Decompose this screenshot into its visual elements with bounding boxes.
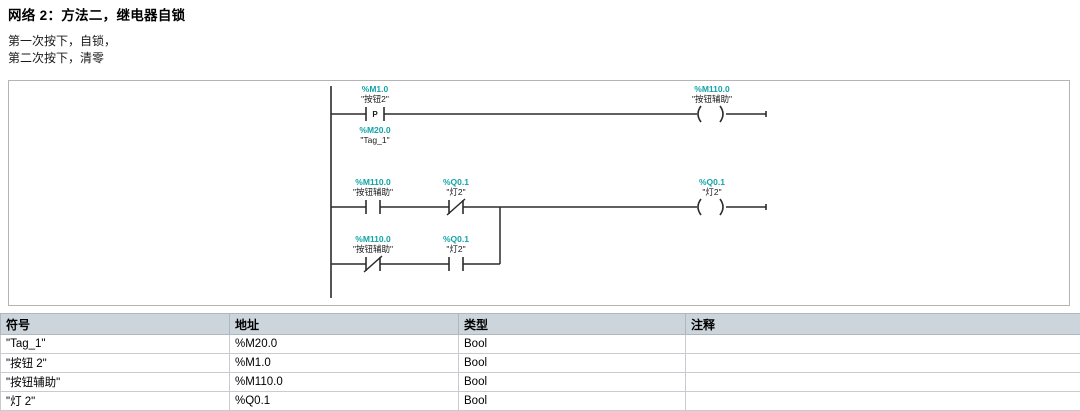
cell-type: Bool (459, 392, 686, 411)
contact-symbol-label: "按钮辅助" (353, 244, 393, 254)
contact-address-label: %Q0.1 (443, 177, 469, 187)
coil-symbol-label: "按钮辅助" (692, 94, 732, 104)
coil-q0-1[interactable] (698, 199, 723, 215)
coil-address-label: %Q0.1 (699, 177, 725, 187)
rung-2: %M110.0 "按钮辅助" %Q0.1 "灯2" %Q0.1 "灯2" (331, 177, 766, 215)
p-contact-glyph: P (372, 110, 378, 119)
cell-address: %Q0.1 (230, 392, 459, 411)
cell-symbol: "灯 2" (1, 392, 230, 411)
description-line-2: 第二次按下，清零 (8, 50, 116, 67)
cell-comment (686, 335, 1080, 354)
contact-address-label: %Q0.1 (443, 234, 469, 244)
cell-type: Bool (459, 373, 686, 392)
cell-comment (686, 392, 1080, 411)
table-row[interactable]: "Tag_1" %M20.0 Bool (1, 335, 1080, 354)
ladder-diagram-canvas: P %M1.0 "按钮2" %M20.0 "Tag_1" %M110.0 "按钮… (9, 81, 1071, 307)
column-header-comment: 注释 (686, 314, 1080, 335)
coil-symbol-label: "灯2" (702, 187, 721, 197)
page-title: 网络 2：方法二，继电器自锁 (8, 4, 185, 24)
contact-nc-q0-1[interactable] (447, 199, 465, 215)
table-row[interactable]: "按钮 2" %M1.0 Bool (1, 354, 1080, 373)
network-description: 第一次按下，自锁， 第二次按下，清零 (8, 33, 116, 67)
table-header-row: 符号 地址 类型 注释 (1, 314, 1080, 335)
contact-address-label: %M110.0 (355, 177, 391, 187)
ladder-diagram-frame: P %M1.0 "按钮2" %M20.0 "Tag_1" %M110.0 "按钮… (8, 80, 1070, 306)
cell-address: %M1.0 (230, 354, 459, 373)
cell-type: Bool (459, 354, 686, 373)
column-header-symbol: 符号 (1, 314, 230, 335)
coil-m110-0[interactable] (698, 106, 723, 122)
contact-nc-m110-0[interactable] (364, 256, 382, 272)
contact-symbol-label: "按钮辅助" (353, 187, 393, 197)
column-header-address: 地址 (230, 314, 459, 335)
edge-memory-symbol-label: "Tag_1" (360, 135, 389, 145)
column-header-type: 类型 (459, 314, 686, 335)
contact-symbol-label: "灯2" (446, 187, 465, 197)
contact-no-m110-0[interactable] (366, 200, 380, 214)
cell-comment (686, 354, 1080, 373)
rung-3-branch: %M110.0 "按钮辅助" %Q0.1 "灯2" (331, 207, 500, 272)
cell-symbol: "Tag_1" (1, 335, 230, 354)
rung-1: P %M1.0 "按钮2" %M20.0 "Tag_1" %M110.0 "按钮… (331, 84, 766, 145)
cell-comment (686, 373, 1080, 392)
contact-address-label: %M110.0 (355, 234, 391, 244)
cell-symbol: "按钮 2" (1, 354, 230, 373)
contact-symbol-label: "灯2" (446, 244, 465, 254)
coil-address-label: %M110.0 (694, 84, 730, 94)
cell-symbol: "按钮辅助" (1, 373, 230, 392)
contact-address-label: %M1.0 (362, 84, 389, 94)
edge-memory-address-label: %M20.0 (359, 125, 390, 135)
description-line-1: 第一次按下，自锁， (8, 33, 116, 50)
symbol-table: 符号 地址 类型 注释 "Tag_1" %M20.0 Bool "按钮 2" %… (0, 313, 1080, 411)
table-row[interactable]: "灯 2" %Q0.1 Bool (1, 392, 1080, 411)
cell-address: %M110.0 (230, 373, 459, 392)
contact-symbol-label: "按钮2" (361, 94, 389, 104)
contact-no-q0-1[interactable] (449, 257, 463, 271)
contact-positive-edge-m1-0[interactable]: P (366, 107, 384, 121)
cell-address: %M20.0 (230, 335, 459, 354)
table-row[interactable]: "按钮辅助" %M110.0 Bool (1, 373, 1080, 392)
cell-type: Bool (459, 335, 686, 354)
